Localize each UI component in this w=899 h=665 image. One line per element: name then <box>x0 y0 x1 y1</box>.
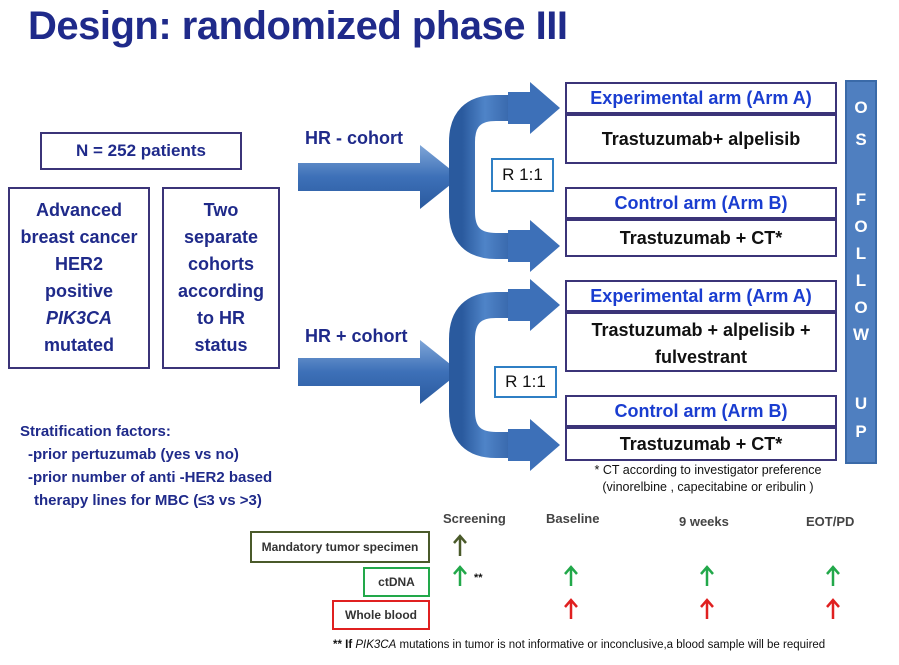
up-arrow-icon <box>453 565 467 586</box>
ct-note: * CT according to investigator preferenc… <box>590 462 826 496</box>
os-letter: L <box>855 271 867 290</box>
criteria-line: HER2 <box>54 254 103 274</box>
footnote-gene: PIK3CA <box>355 639 397 651</box>
timeline-column-9-weeks: 9 weeks <box>679 514 729 529</box>
footnote-prefix: ** If <box>333 639 356 651</box>
criteria-line: breast cancer <box>20 227 138 247</box>
stratification-item: -prior number of anti -HER2 based <box>28 469 273 486</box>
ct-note-line: * CT according to investigator preferenc… <box>594 463 822 477</box>
os-letter: O <box>854 298 868 317</box>
up-arrow-icon <box>826 565 840 586</box>
up-arrow-icon <box>700 598 714 619</box>
randomization-box-negative: R 1:1 <box>491 158 554 192</box>
stratification-item: therapy lines for MBC (≤3 vs >3) <box>34 492 262 509</box>
hr-negative-arrow <box>298 145 460 209</box>
screening-ctdna-footnote-mark: ** <box>474 572 483 584</box>
stratification-item: -prior pertuzumab (yes vs no) <box>28 446 239 463</box>
hr-negative-bracket <box>449 82 560 272</box>
hr-negative-experimental-arm-treatment: Trastuzumab+ alpelisib <box>565 114 837 164</box>
randomization-box-positive: R 1:1 <box>494 366 557 398</box>
stratification-factors: Stratification factors: -prior pertuzuma… <box>20 420 272 512</box>
footnote: ** If PIK3CA mutations in tumor is not i… <box>333 639 825 651</box>
os-letter: U <box>854 394 868 413</box>
hr-positive-control-arm-treatment: Trastuzumab + CT* <box>565 427 837 461</box>
os-letter: S <box>855 130 867 149</box>
hr-positive-experimental-arm-treatment: Trastuzumab + alpelisib + fulvestrant <box>565 312 837 372</box>
timeline-column-baseline: Baseline <box>546 511 600 526</box>
hr-positive-bracket <box>449 279 560 471</box>
cohort-line: according <box>177 281 265 301</box>
timeline-column-screening: Screening <box>443 511 506 526</box>
up-arrow-icon <box>700 565 714 586</box>
randomization-ratio: R 1:1 <box>505 372 546 391</box>
up-arrow-icon <box>826 598 840 619</box>
cohort-criteria-box: Two separate cohorts according to HR sta… <box>162 187 280 369</box>
timeline-row-whole-blood: Whole blood <box>332 600 430 630</box>
footnote-suffix: mutations in tumor is not informative or… <box>396 639 826 651</box>
os-letter: O <box>854 98 868 117</box>
os-letter: O <box>854 217 868 236</box>
patients-count: N = 252 patients <box>76 141 206 160</box>
patients-box: N = 252 patients <box>40 132 242 170</box>
criteria-line: mutated <box>43 335 114 355</box>
hr-negative-control-arm-header: Control arm (Arm B) <box>565 187 837 219</box>
cohort-line: cohorts <box>187 254 254 274</box>
treatment-line: fulvestrant <box>654 347 748 367</box>
hr-positive-arrow <box>298 340 460 404</box>
hr-negative-cohort-label: HR - cohort <box>305 128 403 148</box>
inclusion-criteria-box: Advanced breast cancer HER2 positive PIK… <box>8 187 150 369</box>
page-title: Design: randomized phase III <box>28 4 568 48</box>
os-letter: P <box>855 422 867 441</box>
timeline-column-eot-pd: EOT/PD <box>806 514 855 529</box>
cohort-line: Two <box>203 200 239 220</box>
criteria-gene: PIK3CA <box>45 308 112 328</box>
os-letter: W <box>852 325 870 344</box>
randomization-ratio: R 1:1 <box>502 165 543 184</box>
hr-negative-experimental-arm-header: Experimental arm (Arm A) <box>565 82 837 114</box>
timeline-row-tumor-specimen: Mandatory tumor specimen <box>250 531 430 563</box>
stratification-title: Stratification factors: <box>20 423 171 440</box>
hr-positive-cohort-label: HR + cohort <box>305 326 408 346</box>
criteria-line: Advanced <box>35 200 123 220</box>
hr-positive-experimental-arm-header: Experimental arm (Arm A) <box>565 280 837 312</box>
os-follow-up-bar: O S F O L L O W U P <box>845 80 877 464</box>
cohort-line: to HR <box>197 308 245 328</box>
os-letter: L <box>855 244 867 263</box>
cohort-line: separate <box>183 227 259 247</box>
up-arrow-icon <box>453 534 467 556</box>
criteria-line: positive <box>44 281 114 301</box>
os-letter: F <box>855 190 867 209</box>
treatment-line: Trastuzumab + alpelisib + <box>591 320 811 340</box>
timeline-row-ctdna: ctDNA <box>363 567 430 597</box>
hr-positive-control-arm-header: Control arm (Arm B) <box>565 395 837 427</box>
up-arrow-icon <box>564 598 578 619</box>
up-arrow-icon <box>564 565 578 586</box>
cohort-line: status <box>194 335 248 355</box>
hr-negative-control-arm-treatment: Trastuzumab + CT* <box>565 219 837 257</box>
ct-note-line: (vinorelbine , capecitabine or eribulin … <box>602 480 814 494</box>
